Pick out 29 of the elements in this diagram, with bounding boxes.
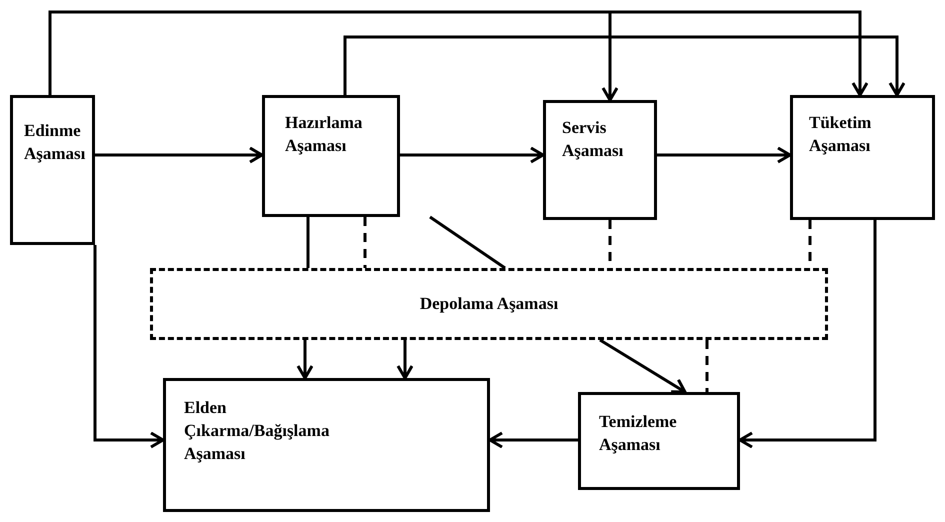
box-label: Tüketim Aşaması <box>809 112 872 157</box>
arrow <box>396 340 414 380</box>
box-label: Hazırlama Aşaması <box>285 112 364 157</box>
arrow <box>94 245 164 448</box>
connector-line <box>429 216 506 270</box>
arrow <box>657 146 792 164</box>
box-label: Temizleme Aşaması <box>599 411 678 456</box>
process-box <box>262 95 400 217</box>
process-box <box>10 95 95 245</box>
arrow <box>488 432 578 448</box>
process-box <box>543 100 657 220</box>
process-box <box>163 378 490 512</box>
connector-line <box>364 217 366 268</box>
box-label: Servis Aşaması <box>562 117 624 162</box>
process-box <box>790 95 935 220</box>
arrow <box>344 36 906 96</box>
arrow <box>48 10 868 96</box>
box-label: Edinme Aşaması <box>24 120 86 165</box>
box-label: Depolama Aşaması <box>420 292 558 315</box>
dashed-process-box <box>150 268 828 340</box>
arrow <box>296 340 314 380</box>
connector-line <box>706 340 708 392</box>
arrow <box>95 146 264 164</box>
arrow <box>599 338 686 394</box>
process-box <box>578 392 740 490</box>
box-label: Elden Çıkarma/Bağışlama Aşaması <box>184 397 330 465</box>
arrow <box>738 220 876 448</box>
arrow <box>400 146 544 164</box>
connector-line <box>306 217 310 268</box>
